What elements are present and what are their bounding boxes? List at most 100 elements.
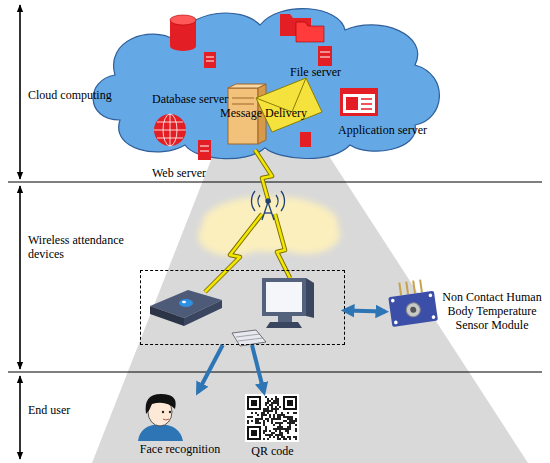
qr-code-pattern [265, 408, 267, 410]
qr-code-pattern [287, 412, 289, 414]
document-line [206, 57, 214, 58]
antenna-tower [266, 199, 270, 203]
qr-code-pattern [267, 412, 269, 414]
qr-code-pattern [279, 424, 281, 426]
application-window-icon [361, 103, 372, 105]
antenna-tower [251, 191, 284, 220]
qr-code-pattern [267, 406, 269, 408]
qr-code-pattern [273, 424, 275, 426]
qr-code-pattern [245, 394, 299, 442]
qr-code-pattern [271, 398, 273, 400]
qr-code-pattern [283, 436, 285, 438]
monitor-icon [262, 278, 314, 328]
envelope-icon [256, 78, 322, 132]
qr-code-pattern [267, 434, 269, 436]
layer-band: Wireless attendance devicesNon Contact H… [0, 182, 550, 372]
sensor-board [428, 293, 432, 297]
qr-code-pattern [269, 400, 271, 402]
qr-code-pattern [285, 420, 287, 422]
keyboard-icon [232, 330, 266, 346]
qr-code-pattern [287, 432, 289, 434]
link-arrow [345, 310, 385, 311]
qr-code-pattern [269, 434, 271, 436]
link-arrow [198, 345, 223, 392]
reader-device [179, 299, 193, 307]
sensor-board [405, 302, 421, 318]
qr-code-pattern [279, 406, 281, 408]
qr-code-pattern [263, 414, 265, 416]
qr-code-pattern [289, 418, 291, 420]
monitor-icon [262, 278, 306, 316]
qr-code-pattern [261, 416, 263, 418]
qr-code-pattern [249, 428, 259, 438]
node-label: Message Delivery [220, 107, 320, 121]
qr-code-pattern [277, 434, 279, 436]
lightning-bolt [275, 214, 290, 278]
qr-code-pattern [275, 434, 277, 436]
monitor-icon [266, 322, 302, 328]
qr-code-pattern [271, 406, 273, 408]
antenna-tower [258, 195, 260, 207]
sensor-board [431, 315, 435, 319]
sensor-board [410, 306, 417, 313]
qr-code-node: QR code [240, 392, 305, 460]
qr-code-pattern [277, 418, 279, 420]
qr-code-pattern [275, 430, 277, 432]
qr-code-pattern [267, 420, 269, 422]
qr-code-pattern [273, 414, 275, 416]
antenna-tower [262, 202, 268, 220]
qr-code-pattern [279, 416, 281, 418]
document-line [200, 151, 209, 152]
qr-code-pattern [281, 434, 283, 436]
qr-code-pattern [277, 428, 279, 430]
sensor-board [399, 283, 401, 296]
qr-code-pattern [293, 420, 295, 422]
qr-code-pattern [269, 414, 271, 416]
qr-code-pattern [255, 418, 257, 420]
qr-code-pattern [265, 410, 267, 412]
lightning-bolt [255, 150, 272, 203]
qr-code-pattern [251, 416, 253, 418]
qr-code-pattern [275, 422, 277, 424]
layer-divider [8, 182, 542, 183]
antenna-tower [281, 191, 285, 211]
qr-code-pattern [263, 412, 265, 414]
layer-label: Wireless attendance devices [28, 234, 138, 262]
qr-code-pattern [291, 420, 293, 422]
qr-code-pattern [291, 416, 293, 418]
qr-code-pattern [275, 396, 277, 398]
qr-code-pattern [281, 426, 283, 428]
lightning-bolt [205, 214, 262, 292]
qr-code-pattern [261, 414, 263, 416]
qr-code-pattern [275, 398, 277, 400]
qr-code-pattern [295, 412, 297, 414]
qr-code-pattern [277, 438, 279, 440]
qr-code-pattern [277, 398, 279, 400]
document-icon [318, 46, 332, 66]
qr-code-pattern [273, 400, 275, 402]
qr-code-pattern [279, 426, 281, 428]
antenna-tower [264, 212, 272, 213]
monitor-icon [278, 316, 292, 322]
qr-code-pattern [279, 432, 281, 434]
qr-code-pattern [277, 426, 279, 428]
qr-code-pattern [275, 428, 277, 430]
qr-code-pattern [295, 424, 297, 426]
qr-code-pattern [267, 418, 269, 420]
layer-span-arrow [19, 186, 21, 369]
envelope-icon [256, 78, 322, 132]
qr-code-pattern [277, 400, 279, 402]
qr-code-pattern [255, 420, 257, 422]
globe-icon [154, 114, 186, 146]
qr-code-pattern [271, 432, 273, 434]
qr-code-pattern [257, 414, 259, 416]
qr-code-pattern [275, 400, 277, 402]
layer-band: End userFace recognitionQR code [0, 372, 550, 463]
qr-code-pattern [275, 410, 277, 412]
qr-code-pattern [281, 432, 283, 434]
sensor-board [391, 299, 395, 303]
qr-code-pattern [287, 400, 293, 406]
person-icon [146, 394, 176, 414]
lightning-bolt [205, 214, 262, 292]
